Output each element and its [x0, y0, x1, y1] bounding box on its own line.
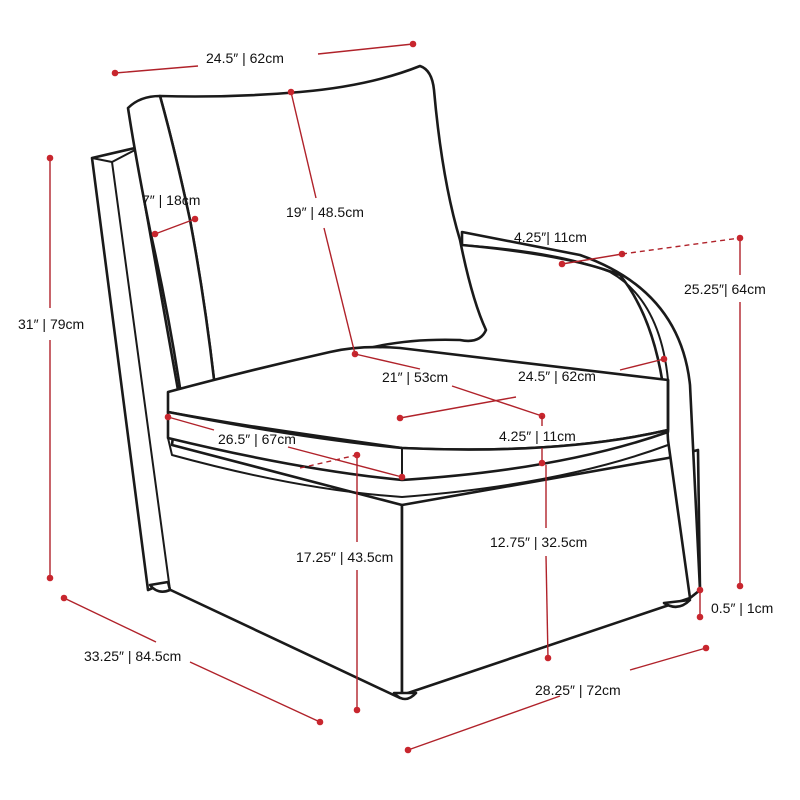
label-arm-height: 25.25″| 64cm: [684, 281, 766, 297]
label-seat-depth: 21″ | 53cm: [382, 369, 448, 385]
label-seat-width: 24.5″ | 62cm: [518, 368, 596, 384]
foot-front: [392, 691, 418, 701]
label-back-cushion-width: 24.5″ | 62cm: [206, 50, 284, 66]
label-back-cushion-height: 19″ | 48.5cm: [286, 204, 364, 220]
chair-illustration: [90, 64, 702, 701]
seat-cushion-front: [166, 378, 670, 482]
label-seat-base-height: 12.75″ | 32.5cm: [490, 534, 587, 550]
label-seat-height: 17.25″ | 43.5cm: [296, 549, 393, 565]
foot-left: [148, 580, 172, 593]
label-leg-height: 0.5″ | 1cm: [711, 600, 773, 616]
label-seat-cushion-thickness: 4.25″ | 11cm: [499, 428, 576, 444]
dimension-labels: 24.5″ | 62cm 19″ | 48.5cm 7″ | 18cm 31″ …: [18, 50, 773, 698]
label-back-cushion-depth: 7″ | 18cm: [142, 192, 200, 208]
foot-right: [662, 598, 692, 609]
label-overall-height: 31″ | 79cm: [18, 316, 84, 332]
label-seat-cushion-depth: 26.5″ | 67cm: [218, 431, 296, 447]
label-overall-depth: 33.25″ | 84.5cm: [84, 648, 181, 664]
label-overall-width: 28.25″ | 72cm: [535, 682, 621, 698]
label-arm-width: 4.25″| 11cm: [514, 229, 587, 245]
dimension-lines: [46, 40, 744, 754]
